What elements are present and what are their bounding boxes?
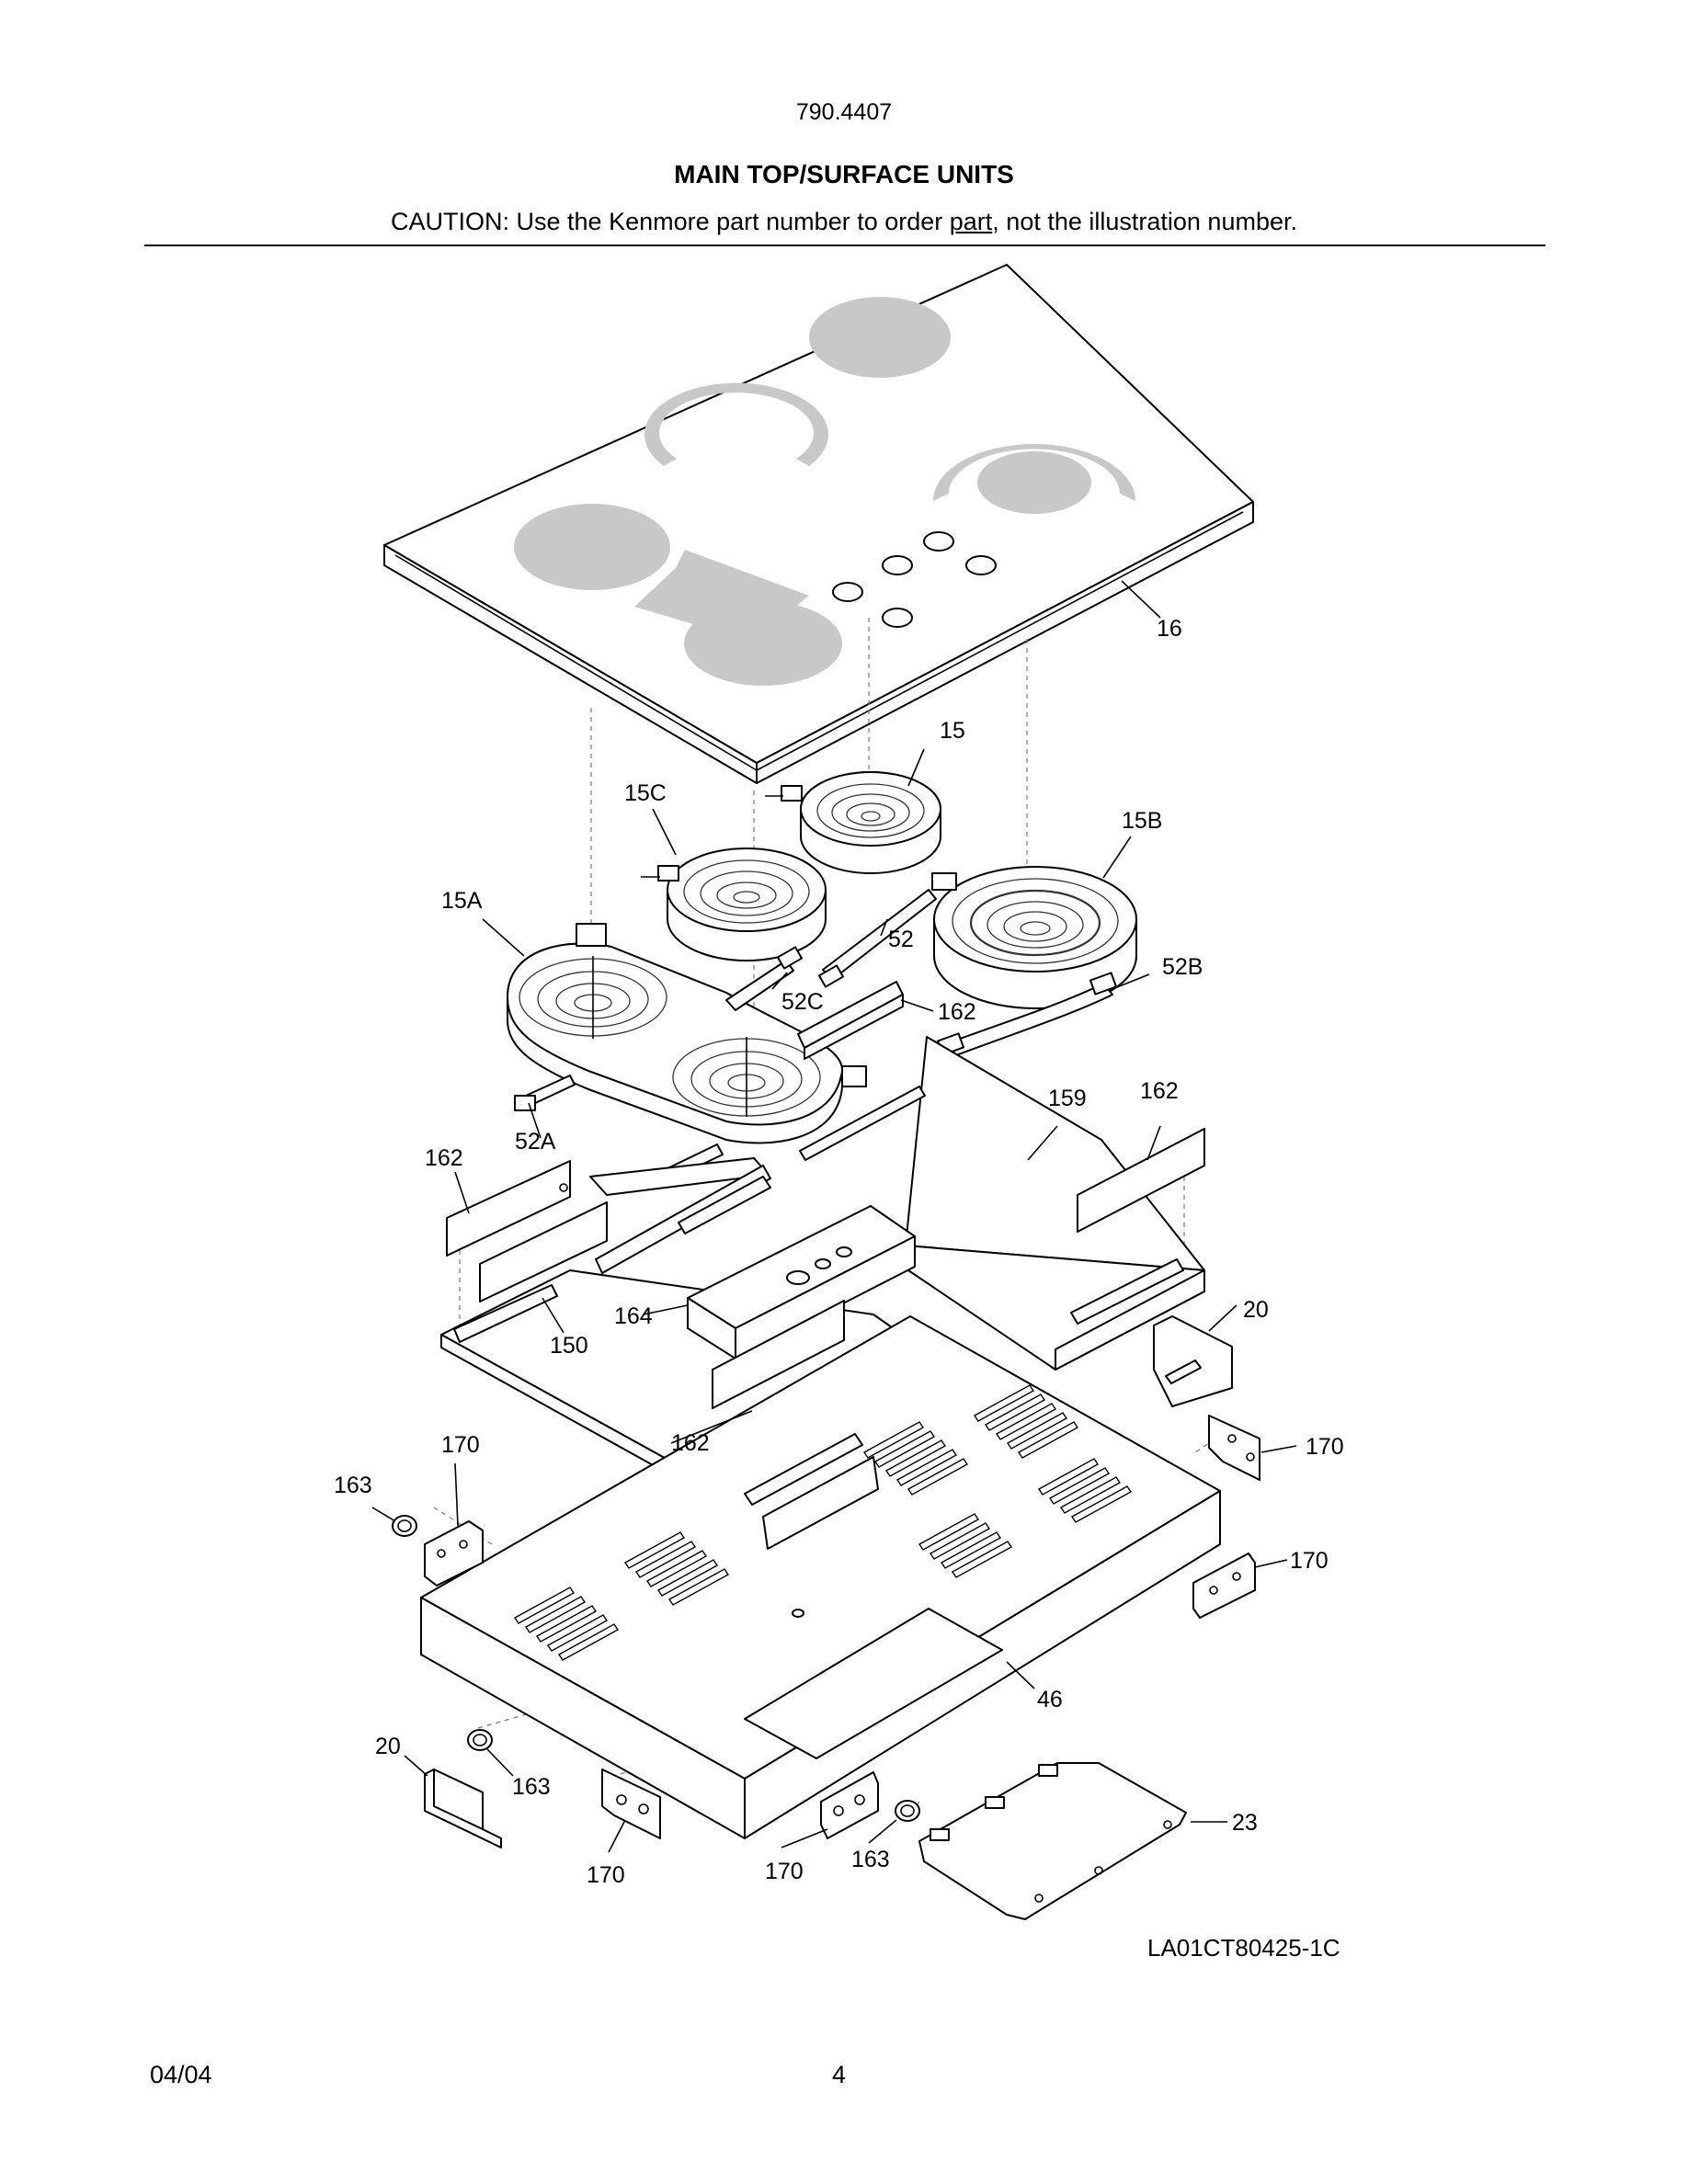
header-rule <box>144 245 1545 246</box>
part-170-bracket-a <box>424 1520 484 1587</box>
leader-lines <box>371 580 1297 1853</box>
callout-52b: 52B <box>1162 954 1203 980</box>
part-15b-dual-surface-element <box>931 866 1137 1009</box>
callout-15a: 15A <box>441 888 483 914</box>
part-52c-bracket <box>725 946 804 1011</box>
callout-163-right: 163 <box>851 1847 890 1872</box>
page-title: MAIN TOP/SURFACE UNITS <box>674 160 1014 188</box>
callout-15c: 15C <box>624 780 667 806</box>
callout-20-left: 20 <box>375 1734 401 1759</box>
callout-170-left: 170 <box>441 1432 480 1458</box>
callout-170-right-upper: 170 <box>1306 1434 1344 1460</box>
callout-46: 46 <box>1037 1687 1063 1712</box>
callout-52c: 52C <box>781 989 824 1015</box>
part-163-plug-a <box>392 1515 417 1537</box>
part-163-plug-c <box>895 1800 920 1822</box>
footer-date: 04/04 <box>150 2061 212 2088</box>
caution-note: CAUTION: Use the Kenmore part number to … <box>0 208 1688 236</box>
part-162-shield-top <box>797 981 904 1060</box>
caution-text-start: CAUTION: Use the Kenmore part number to … <box>391 208 950 235</box>
page-number: 4 <box>832 2061 847 2088</box>
callout-20-right: 20 <box>1243 1297 1269 1323</box>
callout-162-right: 162 <box>1140 1078 1179 1104</box>
callout-15b: 15B <box>1122 808 1162 834</box>
callout-52: 52 <box>888 927 914 952</box>
callout-162-left: 162 <box>425 1145 463 1171</box>
vent-slots <box>513 1384 1133 1661</box>
part-15a-bridge-element <box>507 923 867 1144</box>
callout-15: 15 <box>940 718 965 744</box>
callout-150: 150 <box>550 1333 588 1359</box>
callout-labels: 16 15 15C 15B 15A 52 52B 52C 162 159 162… <box>334 616 1344 1888</box>
model-number: 790.4407 <box>795 99 893 125</box>
callout-16: 16 <box>1157 616 1182 642</box>
callout-162-top: 162 <box>938 999 976 1025</box>
part-170-bracket-b <box>1208 1415 1260 1481</box>
part-16-glass-cooktop <box>383 264 1254 784</box>
part-164-control-trough <box>687 1205 916 1359</box>
part-159-channel <box>799 1036 1205 1371</box>
part-15-surface-element <box>765 771 941 874</box>
part-162-shield-left <box>446 1160 571 1257</box>
part-20-foot-left <box>424 1769 502 1848</box>
callout-164: 164 <box>614 1303 653 1329</box>
caution-link-part[interactable]: part <box>949 208 993 235</box>
part-163-plug-b <box>467 1729 493 1751</box>
part-15c-surface-element <box>641 847 827 961</box>
part-162-shield-right <box>1077 1128 1205 1233</box>
part-150-shield <box>479 1157 771 1302</box>
drawing-id: LA01CT80425-1C <box>1147 1934 1340 1962</box>
part-20-foot-right <box>1153 1315 1233 1407</box>
part-46-main-box <box>420 1315 1221 1839</box>
callout-52a: 52A <box>515 1129 556 1155</box>
callout-162-center: 162 <box>671 1430 710 1456</box>
callout-163-left: 163 <box>334 1473 372 1498</box>
callout-159: 159 <box>1048 1086 1087 1111</box>
callout-170-right-lower: 170 <box>1290 1548 1329 1574</box>
part-170-bracket-e <box>820 1771 879 1839</box>
part-52-bracket <box>817 889 937 988</box>
callout-163-middle: 163 <box>512 1774 551 1800</box>
callout-170-bottom-left: 170 <box>587 1862 625 1888</box>
callout-170-bottom-right: 170 <box>765 1859 804 1884</box>
callout-23: 23 <box>1232 1810 1258 1836</box>
caution-text-end: , not the illustration number. <box>992 208 1297 235</box>
part-170-bracket-d <box>601 1769 661 1839</box>
part-170-bracket-c <box>1192 1553 1256 1619</box>
part-23-bottom-cover <box>918 1762 1187 1920</box>
